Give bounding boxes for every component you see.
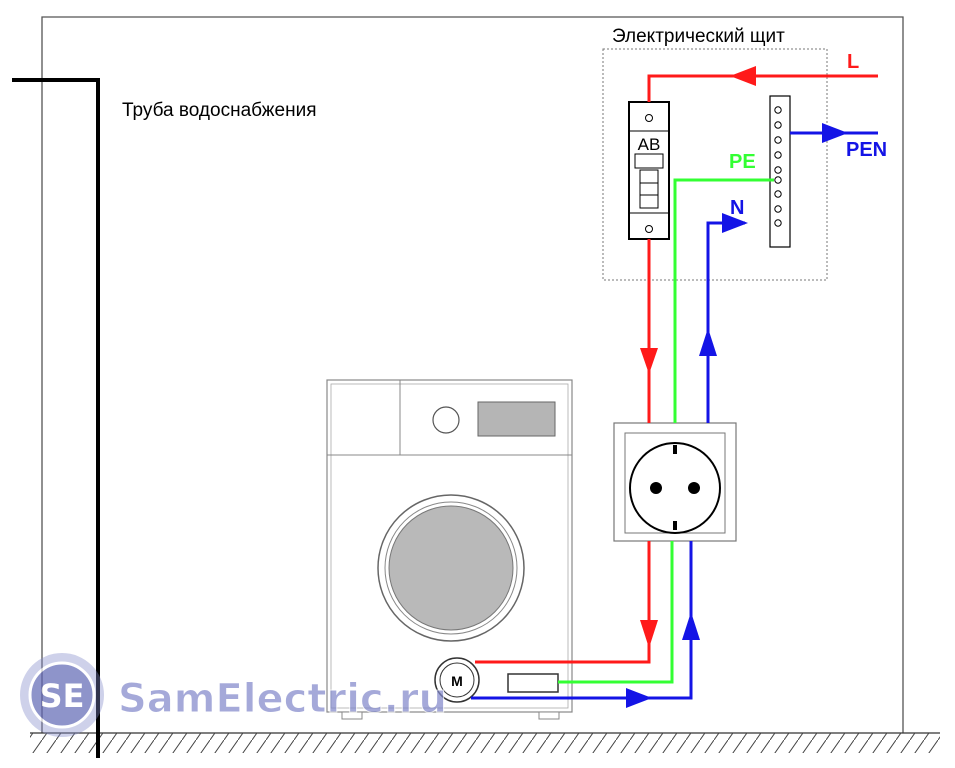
breaker-label: АВ: [638, 135, 661, 154]
watermark-site: SamElectric.ru: [118, 676, 447, 722]
terminal-bus-icon: [769, 95, 791, 248]
neutral-label: N: [730, 197, 744, 219]
pipe-label: Труба водоснабжения: [122, 100, 316, 121]
panel-label: Электрический щит: [612, 26, 785, 47]
motor-icon: [434, 657, 480, 703]
watermark: SE SamElectric.ru: [20, 653, 448, 737]
watermark-logo-icon: [20, 653, 104, 737]
phase-wire: [475, 66, 878, 664]
pen-label: PEN: [846, 139, 887, 161]
neutral-wire: [471, 123, 878, 708]
circuit-breaker-icon: [628, 101, 670, 240]
floor-hatching: [30, 732, 940, 753]
water-pipe: [12, 78, 100, 758]
pe-label: PE: [729, 151, 756, 173]
motor-label: M: [451, 673, 463, 689]
watermark-logo: SE: [40, 677, 85, 715]
electrical-panel: [602, 48, 828, 281]
schuko-socket-icon: [613, 422, 737, 542]
room-outline: [41, 16, 904, 733]
washing-machine-icon: [326, 379, 573, 720]
earth-wire: [558, 178, 774, 684]
phase-label: L: [847, 51, 859, 73]
